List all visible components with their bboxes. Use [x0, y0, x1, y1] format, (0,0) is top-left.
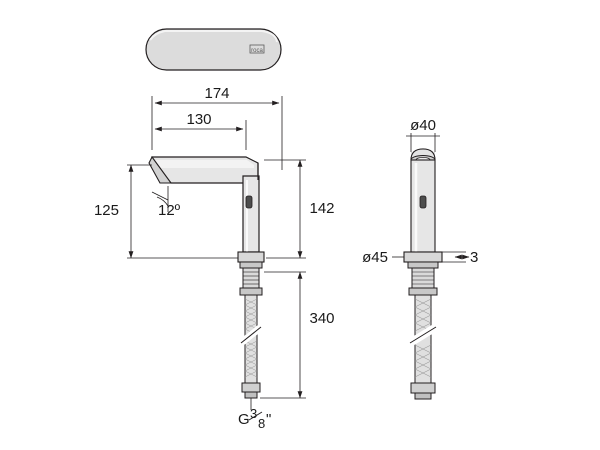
handle-outline	[145, 28, 282, 71]
washer	[239, 261, 263, 269]
handle-highlight	[149, 30, 278, 43]
dim-125: 125	[94, 202, 119, 219]
sensor-window	[245, 195, 253, 209]
svg-text:roca: roca	[251, 48, 263, 54]
front-hose-fitting	[410, 382, 436, 394]
thread-hatching	[243, 271, 259, 285]
lock-nut	[239, 287, 263, 296]
front-hose-thread-end	[414, 392, 432, 400]
dim-diameter-40: ø40	[410, 117, 436, 134]
front-thread-hatching	[412, 271, 434, 285]
dim-340: 340	[309, 310, 334, 327]
thread-letter: G	[238, 411, 250, 428]
thread-numerator: 3	[250, 406, 257, 421]
dim-142: 142	[309, 200, 334, 217]
handle-logo: roca	[249, 44, 265, 54]
base-flange	[237, 251, 265, 263]
thread-denominator: 8	[258, 416, 265, 431]
faucet-column	[242, 175, 260, 253]
dim-angle-12: 12º	[158, 202, 181, 219]
front-base-flange	[403, 251, 443, 263]
spout-arm-highlight	[153, 160, 254, 168]
dim-174: 174	[204, 85, 229, 102]
front-lock-nut	[408, 287, 438, 296]
hose-braid	[244, 298, 258, 378]
faucet-front-view	[403, 148, 443, 400]
dimension-lines	[127, 96, 306, 410]
faucet-side-view	[148, 155, 265, 399]
front-washer	[407, 261, 439, 269]
front-hose-braid	[414, 298, 432, 378]
front-dimension-lines	[392, 133, 470, 263]
dim-130: 130	[186, 111, 211, 128]
dim-thread-label: G 3 8 "	[238, 406, 271, 431]
break-line	[240, 326, 262, 344]
hose-fitting	[241, 382, 261, 393]
dim-diameter-45: ø45	[362, 249, 388, 266]
threaded-shank	[242, 267, 260, 289]
front-sensor-window	[419, 195, 427, 209]
handle-top-view: roca	[145, 28, 282, 71]
spout-outlet	[148, 155, 173, 184]
dim-thickness-3: 3	[470, 249, 478, 266]
front-threaded-shank	[411, 267, 435, 289]
hose-thread-end	[244, 391, 258, 399]
thread-unit: "	[266, 411, 271, 428]
front-break-line	[409, 326, 437, 344]
